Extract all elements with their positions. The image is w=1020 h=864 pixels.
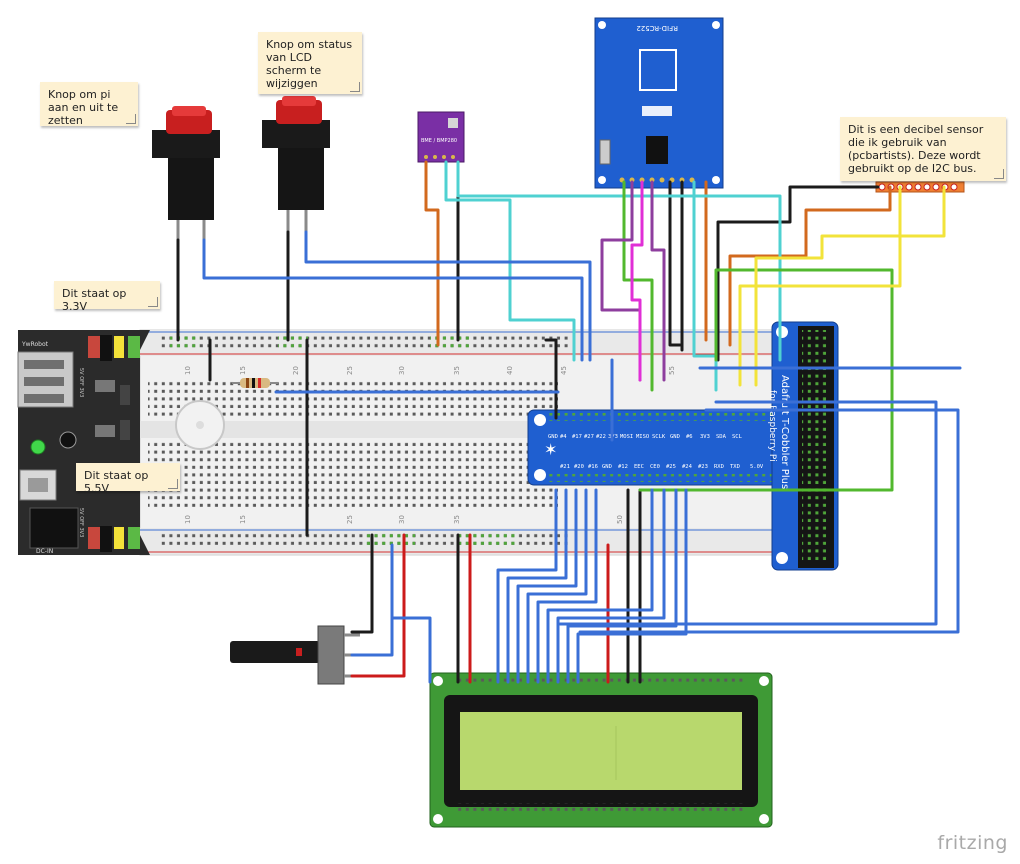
power-switch[interactable]	[59, 431, 77, 449]
note-decibel: Dit is een decibel sensor die ik gebruik…	[840, 117, 1006, 181]
cobbler-pin-label: #12	[618, 464, 628, 470]
cobbler-pin-label: #22	[596, 434, 606, 440]
cobbler-pin-label: #17	[572, 434, 582, 440]
cobbler-pin-label: #21	[560, 464, 570, 470]
ywrobot-label: YwRobot	[21, 341, 49, 348]
cobbler-pin-label: MOSI	[620, 434, 633, 440]
power-push-button[interactable]	[152, 106, 220, 240]
cobbler-pin-label: RXD	[714, 464, 724, 470]
bme280-sensor: BME / BMP280	[417, 111, 465, 163]
column-number: 30	[398, 515, 406, 524]
cobbler-pin-label: MISO	[636, 434, 649, 440]
column-number: 45	[560, 366, 568, 375]
buzzer	[175, 400, 225, 450]
cobbler-pin-label: #23	[698, 464, 708, 470]
cobbler-pin-label: 3V3	[700, 434, 710, 440]
note-power-button: Knop om pi aan en uit te zetten	[40, 82, 138, 127]
power-led	[30, 439, 46, 455]
column-number: 50	[616, 515, 624, 524]
note-text: Knop om pi aan en uit te zetten	[48, 88, 119, 127]
rfid-reader: RFID-RC522	[594, 17, 724, 189]
column-number: 10	[184, 515, 192, 524]
note-text: Knop om status van LCD scherm te wijzigg…	[266, 38, 353, 90]
column-number: 10	[184, 366, 192, 375]
cobbler-pin-label: #20	[574, 464, 584, 470]
potentiometer	[230, 625, 360, 685]
column-number: 25	[346, 515, 354, 524]
note-rail-top: Dit staat op 3.3V	[54, 281, 160, 313]
cobbler-pin-label: SCLK	[652, 434, 666, 440]
cobbler-pin-label: 5.0V	[750, 464, 764, 470]
cobbler-pin-label: #4	[560, 434, 567, 440]
cobbler-pin-label: #25	[666, 464, 676, 470]
note-rail-bottom: Dit staat op 5.5V	[76, 463, 180, 495]
fritzing-logo: fritzing	[937, 832, 1008, 854]
dc-in-label: DC-IN	[36, 548, 53, 555]
dc-jack	[29, 507, 79, 549]
bme280-label: BME / BMP280	[421, 138, 457, 144]
note-text: Dit staat op 3.3V	[62, 287, 127, 313]
cobbler-pin-label: GND	[548, 434, 558, 440]
note-text: Dit staat op 5.5V	[84, 469, 149, 495]
cobbler-pin-label: #16	[588, 464, 598, 470]
column-number: 55	[668, 366, 676, 375]
cobbler-pin-label: CE0	[650, 464, 660, 470]
cobbler-pin-label: GND	[602, 464, 612, 470]
cobbler-subtitle: for Raspberry Pi	[767, 390, 777, 462]
cobbler-pin-label: SCL	[732, 434, 743, 440]
power-supply-module: DC-IN YwRobot 5V OFF 3V3 5V OFF 3V3	[17, 330, 150, 555]
column-number: 30	[398, 366, 406, 375]
column-number: 35	[453, 515, 461, 524]
column-number: 35	[453, 366, 461, 375]
cobbler-pin-label: EEC	[634, 464, 644, 470]
cobbler-pin-label: TXD	[730, 464, 740, 470]
cobbler-plus-header: Adafruit T-Cobbler Plus for Raspberry Pi	[767, 321, 839, 571]
cobbler-pin-label: GND	[670, 434, 680, 440]
lcd-push-button[interactable]	[262, 96, 330, 232]
t-cobbler-board: GND #4 #17 #27 #22 3V3 MOSI MISO SCLK GN…	[527, 409, 791, 486]
note-lcd-button: Knop om status van LCD scherm te wijzigg…	[258, 32, 362, 94]
cobbler-pin-label: #6	[686, 434, 693, 440]
rfid-label: RFID-RC522	[636, 24, 678, 32]
column-number: 15	[239, 366, 247, 375]
cobbler-pin-label: SDA	[716, 434, 727, 440]
psu-bottom-label: 5V OFF 3V3	[78, 508, 84, 537]
psu-top-label: 5V OFF 3V3	[78, 368, 84, 397]
wires	[176, 160, 962, 684]
note-text: Dit is een decibel sensor die ik gebruik…	[848, 123, 984, 175]
column-number: 40	[506, 366, 514, 375]
lcd-screen	[460, 712, 742, 790]
cobbler-title: Adafruit T-Cobbler Plus	[779, 375, 790, 489]
cobbler-pin-label: #27	[584, 434, 594, 440]
lcd-16x2	[429, 672, 773, 828]
column-number: 15	[239, 515, 247, 524]
column-number: 20	[292, 366, 300, 375]
resistor	[232, 378, 278, 388]
adafruit-star-icon: ✶	[544, 440, 557, 459]
column-number: 25	[346, 366, 354, 375]
cobbler-pin-label: #24	[682, 464, 693, 470]
